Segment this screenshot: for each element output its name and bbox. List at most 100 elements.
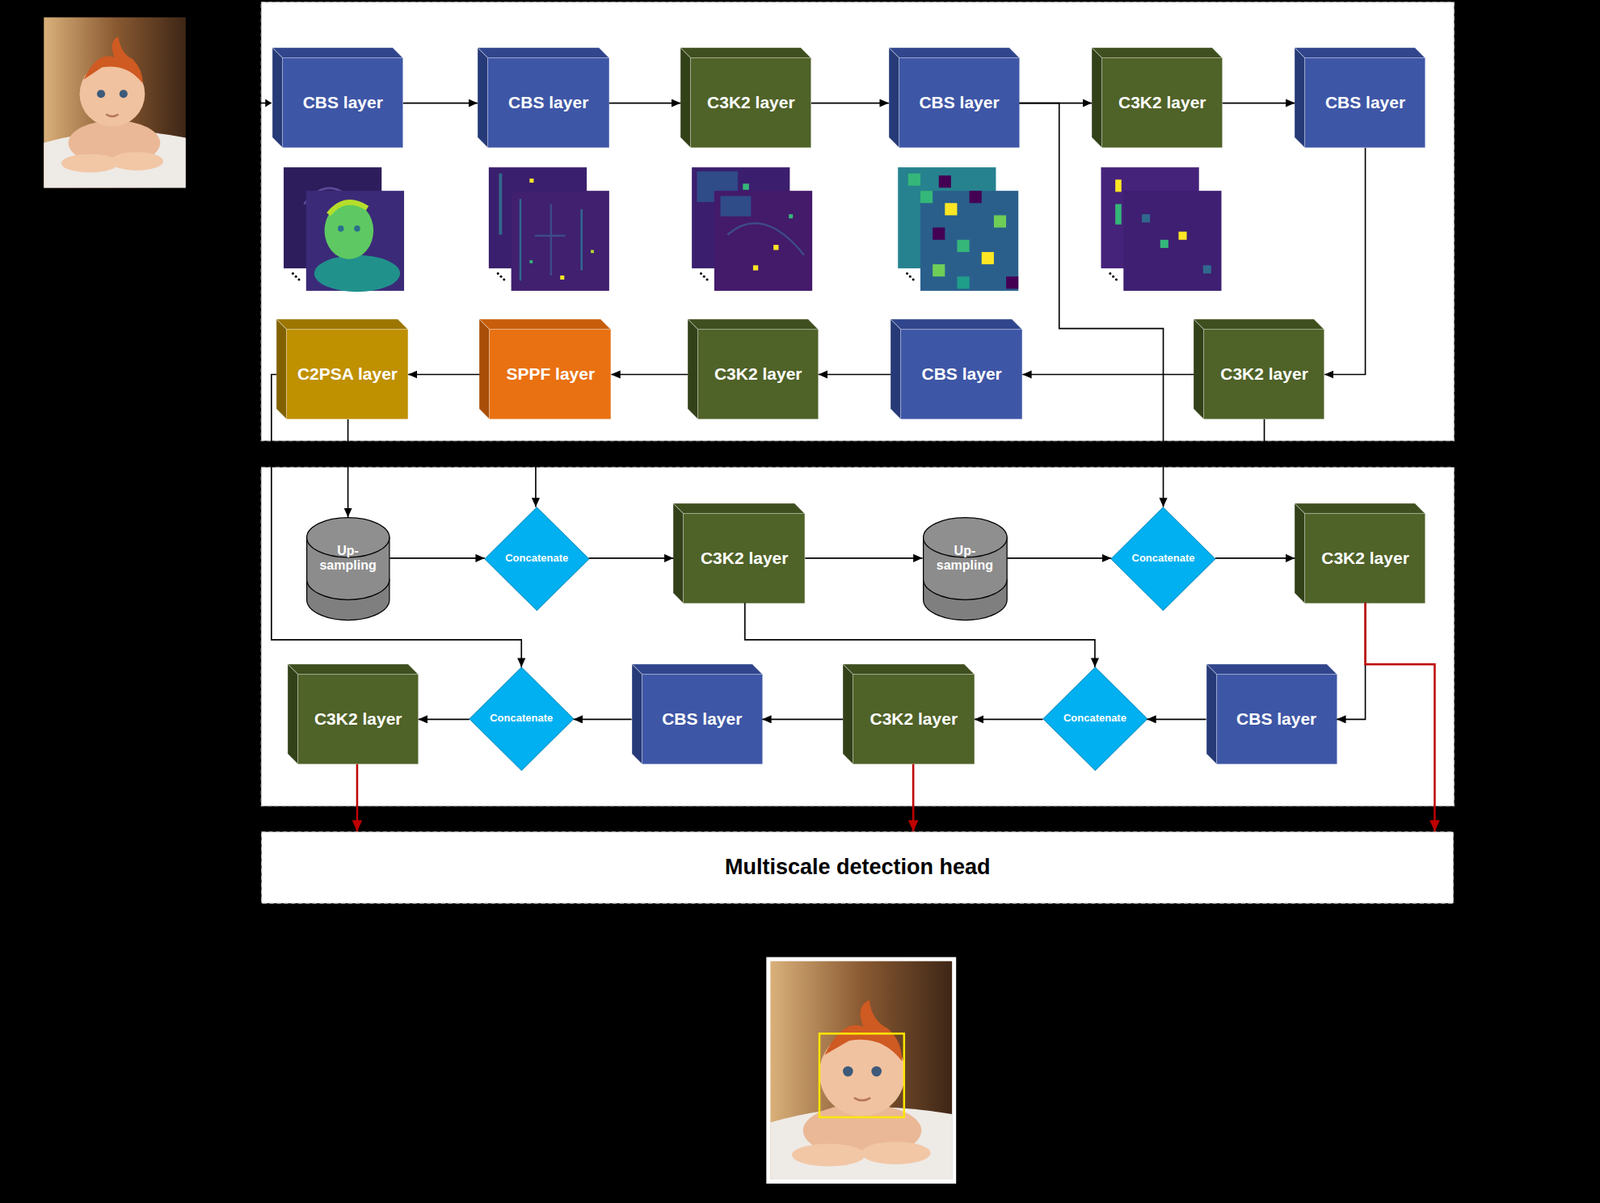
node-label: CBS layer bbox=[901, 329, 1023, 420]
block-front bbox=[488, 58, 610, 148]
block-front bbox=[898, 58, 1019, 148]
connector bbox=[609, 102, 681, 105]
connector bbox=[1006, 557, 1112, 560]
layer-block: CBS layer bbox=[272, 47, 404, 148]
block-top bbox=[1294, 503, 1426, 514]
block-front bbox=[690, 58, 812, 148]
node-label: CBS layer bbox=[488, 58, 610, 148]
block-side bbox=[680, 47, 691, 148]
connector bbox=[912, 764, 915, 832]
node-label: CBS layer bbox=[898, 58, 1019, 148]
node-label: C3K2 layer bbox=[1102, 58, 1223, 148]
block-front bbox=[698, 329, 819, 420]
block-front bbox=[1216, 674, 1337, 765]
block-top bbox=[272, 47, 404, 59]
node-label: Concatenate bbox=[1111, 507, 1216, 611]
node-label: Concatenate bbox=[469, 667, 574, 771]
node-label: C3K2 layer bbox=[683, 513, 805, 603]
band-outline bbox=[261, 832, 1454, 904]
connector bbox=[403, 102, 478, 105]
block-side bbox=[287, 664, 299, 765]
block-top bbox=[842, 664, 975, 675]
block-side bbox=[1294, 47, 1306, 148]
connector bbox=[1018, 102, 1092, 105]
node-label: Concatenate bbox=[1043, 667, 1148, 771]
block-top bbox=[687, 319, 819, 330]
feature-map bbox=[897, 167, 1019, 291]
layer-block: C3K2 layer bbox=[1193, 319, 1325, 420]
block-top bbox=[680, 47, 812, 59]
block-front bbox=[286, 329, 409, 420]
connector bbox=[1324, 147, 1366, 375]
node-label: Multiscale detection head bbox=[261, 831, 1454, 905]
block-side bbox=[631, 664, 643, 765]
connector bbox=[1146, 719, 1206, 721]
diamond-shape bbox=[469, 667, 574, 771]
block-top bbox=[888, 47, 1020, 59]
backbone-band bbox=[261, 2, 1454, 442]
block-top bbox=[1091, 47, 1223, 59]
connector bbox=[271, 374, 522, 667]
block-front bbox=[1102, 58, 1223, 148]
diamond-shape bbox=[1111, 507, 1216, 611]
block-top bbox=[890, 319, 1023, 330]
detection-head-band: Multiscale detection head bbox=[261, 831, 1454, 905]
block-side bbox=[477, 47, 489, 148]
layer-block: CBS layer bbox=[631, 664, 763, 765]
concatenate-diamond: Concatenate bbox=[1043, 667, 1148, 771]
concatenate-diamond: Concatenate bbox=[484, 507, 590, 611]
feature-map bbox=[1101, 167, 1222, 291]
block-top bbox=[673, 503, 805, 514]
block-front bbox=[901, 329, 1023, 420]
concatenate-diamond: Concatenate bbox=[469, 667, 574, 771]
node-label: SPPF layer bbox=[489, 329, 611, 420]
block-front bbox=[683, 513, 805, 603]
node-label: CBS layer bbox=[1216, 674, 1337, 765]
layer-block: C3K2 layer bbox=[287, 664, 419, 765]
node-label: C3K2 layer bbox=[298, 674, 419, 765]
block-front bbox=[641, 674, 763, 765]
layer-block: CBS layer bbox=[888, 47, 1020, 148]
connector bbox=[1215, 557, 1296, 560]
connector bbox=[1365, 602, 1436, 832]
block-front bbox=[282, 58, 404, 148]
node-label: C2PSA layer bbox=[286, 329, 409, 420]
connector bbox=[1018, 103, 1163, 508]
block-front bbox=[853, 674, 975, 765]
block-side bbox=[687, 319, 699, 420]
block-side bbox=[479, 319, 490, 420]
connector bbox=[804, 557, 923, 560]
feature-map bbox=[488, 167, 610, 291]
connector bbox=[811, 102, 889, 105]
feature-map bbox=[283, 167, 405, 292]
connector bbox=[1022, 374, 1194, 376]
layer-block: C3K2 layer bbox=[680, 47, 812, 148]
layer-block: C2PSA layer bbox=[276, 319, 409, 420]
node-label: Up- sampling bbox=[922, 527, 1008, 590]
output-photo bbox=[766, 957, 956, 1184]
connector bbox=[610, 374, 688, 376]
layer-block: CBS layer bbox=[890, 319, 1023, 420]
block-top bbox=[276, 319, 409, 330]
layer-block: C3K2 layer bbox=[687, 319, 819, 420]
layer-block: C3K2 layer bbox=[1294, 503, 1426, 604]
block-front bbox=[1305, 58, 1426, 148]
upsampling-cylinder: Up- sampling bbox=[922, 517, 1008, 621]
layer-block: CBS layer bbox=[1294, 47, 1426, 148]
layer-block: CBS layer bbox=[477, 47, 610, 148]
connector bbox=[745, 602, 1095, 668]
block-top bbox=[1294, 47, 1426, 59]
node-label: C3K2 layer bbox=[1305, 513, 1426, 603]
block-side bbox=[1091, 47, 1103, 148]
block-front bbox=[489, 329, 611, 420]
block-front bbox=[1204, 329, 1325, 420]
block-top bbox=[631, 664, 763, 675]
node-label: Up- sampling bbox=[306, 527, 391, 590]
block-top bbox=[287, 664, 419, 675]
node-label: CBS layer bbox=[282, 58, 404, 148]
node-label: CBS layer bbox=[641, 674, 763, 765]
connector bbox=[1336, 602, 1365, 720]
diamond-shape bbox=[1043, 667, 1148, 771]
